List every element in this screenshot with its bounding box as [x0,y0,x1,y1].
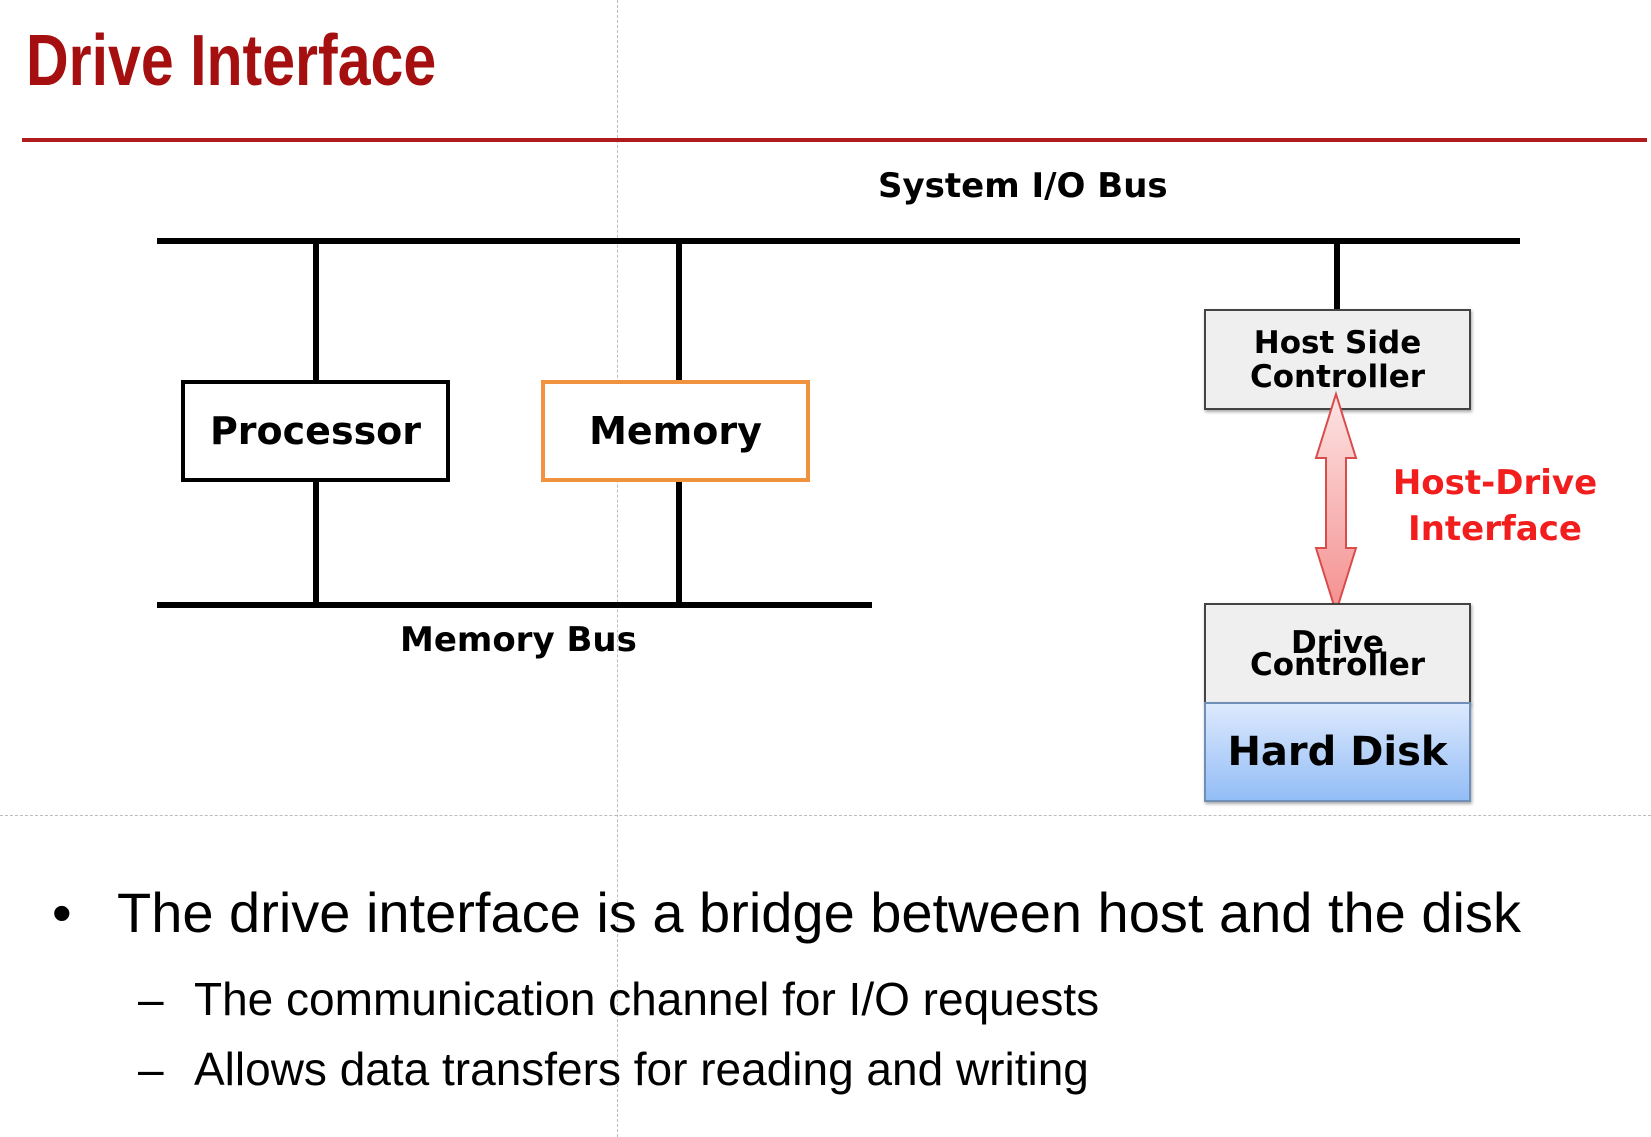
memory-bus-label: Memory Bus [400,620,637,660]
processor-system-connector [313,238,319,382]
processor-box: Processor [181,380,450,482]
system-io-bus [157,238,1520,244]
host-side-controller-box: Host Side Controller [1204,309,1471,410]
processor-memory-bus-connector [313,480,319,605]
host-controller-line2: Controller [1249,358,1426,395]
drive-controller-box: Drive Controller [1204,603,1471,704]
host-drive-interface-label: Host-Drive Interface [1385,460,1605,552]
bullet-text: The drive interface is a bridge between … [117,881,1521,944]
horizontal-guide-line [0,815,1651,816]
sub-bullet-marker: – [138,1043,164,1095]
sub-bullet-text: The communication channel for I/O reques… [194,973,1100,1025]
processor-label: Processor [209,409,422,453]
hard-disk-box: Hard Disk [1204,702,1471,802]
system-io-bus-label: System I/O Bus [878,166,1168,206]
hard-disk-label: Hard Disk [1227,729,1448,775]
vertical-guide-line [617,0,618,1137]
sub-bullet-marker: – [138,973,164,1025]
host-controller-connector [1334,238,1340,310]
memory-system-connector [676,238,682,382]
memory-box: Memory [541,380,810,482]
sub-bullet-text: Allows data transfers for reading and wr… [194,1043,1089,1095]
host-drive-interface-arrow [1314,390,1358,616]
memory-label: Memory [589,409,762,453]
slide-title: Drive Interface [26,21,437,101]
drive-controller-line1: Drive [1291,624,1384,661]
title-underline [22,138,1647,142]
host-controller-line1: Host Side [1253,324,1422,361]
memory-memory-bus-connector [676,480,682,605]
memory-bus [157,602,872,608]
drive-controller-line2: Controller [1249,646,1426,683]
interface-line1: Host-Drive [1392,463,1598,503]
interface-line2: Interface [1408,509,1582,549]
bullet-marker: • [52,881,72,944]
